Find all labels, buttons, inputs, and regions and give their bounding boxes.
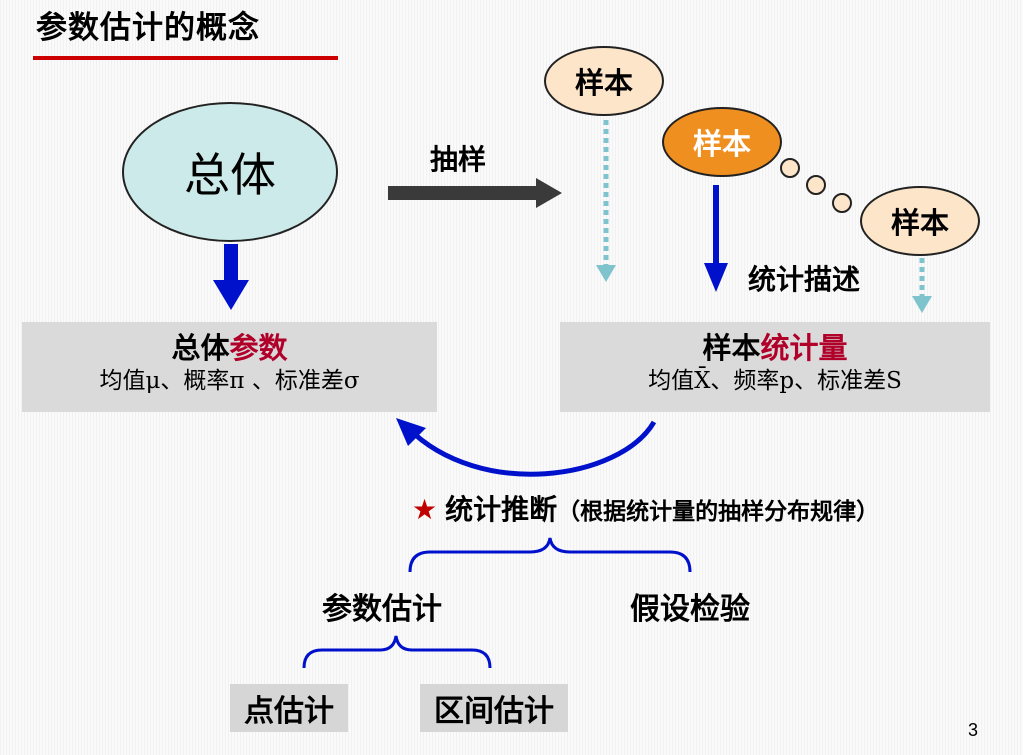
sampling-label: 抽样 [430,143,487,176]
inference-curve-arrow [396,418,657,477]
brace-inference [408,537,692,573]
star-icon: ★ [412,493,438,526]
parameter-box: 总体参数 均值μ、概率π 、标准差σ [22,322,437,412]
sample-ellipse-3: 样本 [860,186,980,256]
sample-label-2: 样本 [692,127,751,161]
sample-ellipse-2: 样本 [662,107,782,177]
parameter-box-prefix: 总体 [171,331,230,365]
inference-main: 统计推断 [445,493,558,526]
inference-heading: ★统计推断（根据统计量的抽样分布规律） [412,488,879,528]
dotted-arrow-left [596,120,616,282]
sampling-arrow [388,178,562,208]
slide-title: 参数估计的概念 [36,10,260,46]
param-estimation-label: 参数估计 [322,592,442,627]
brace-estimation [302,635,492,669]
dotted-arrow-right [912,258,932,313]
page-number: 3 [968,720,979,740]
title-underline [33,56,338,60]
sample-down-arrow [704,185,728,292]
sample-label-1: 样本 [574,66,633,100]
statistic-box-highlight: 统计量 [760,331,848,365]
sample-label-3: 样本 [890,206,949,240]
statistic-box-title: 样本统计量 [560,330,990,366]
ellipsis-dot-3 [832,193,852,213]
point-estimation-box: 点估计 [230,684,348,732]
interval-estimation-box: 区间估计 [420,684,568,732]
statistic-box: 样本统计量 均值X̄、频率p、标准差S [560,322,990,412]
statistic-box-detail: 均值X̄、频率p、标准差S [648,368,902,394]
parameter-box-highlight: 参数 [229,331,288,365]
ellipsis-dot-1 [780,158,800,178]
parameter-box-detail: 均值μ、概率π 、标准差σ [99,368,360,394]
hypothesis-test-label: 假设检验 [630,592,750,627]
population-ellipse: 总体 [122,102,338,242]
inference-sub: （根据统计量的抽样分布规律） [557,499,880,525]
ellipsis-dot-2 [806,175,826,195]
sample-ellipse-1: 样本 [544,46,664,116]
population-label: 总体 [184,148,276,202]
stat-describe-label: 统计描述 [748,263,861,296]
statistic-box-prefix: 样本 [702,331,761,365]
parameter-box-title: 总体参数 [22,330,437,366]
population-down-arrow [213,244,249,310]
